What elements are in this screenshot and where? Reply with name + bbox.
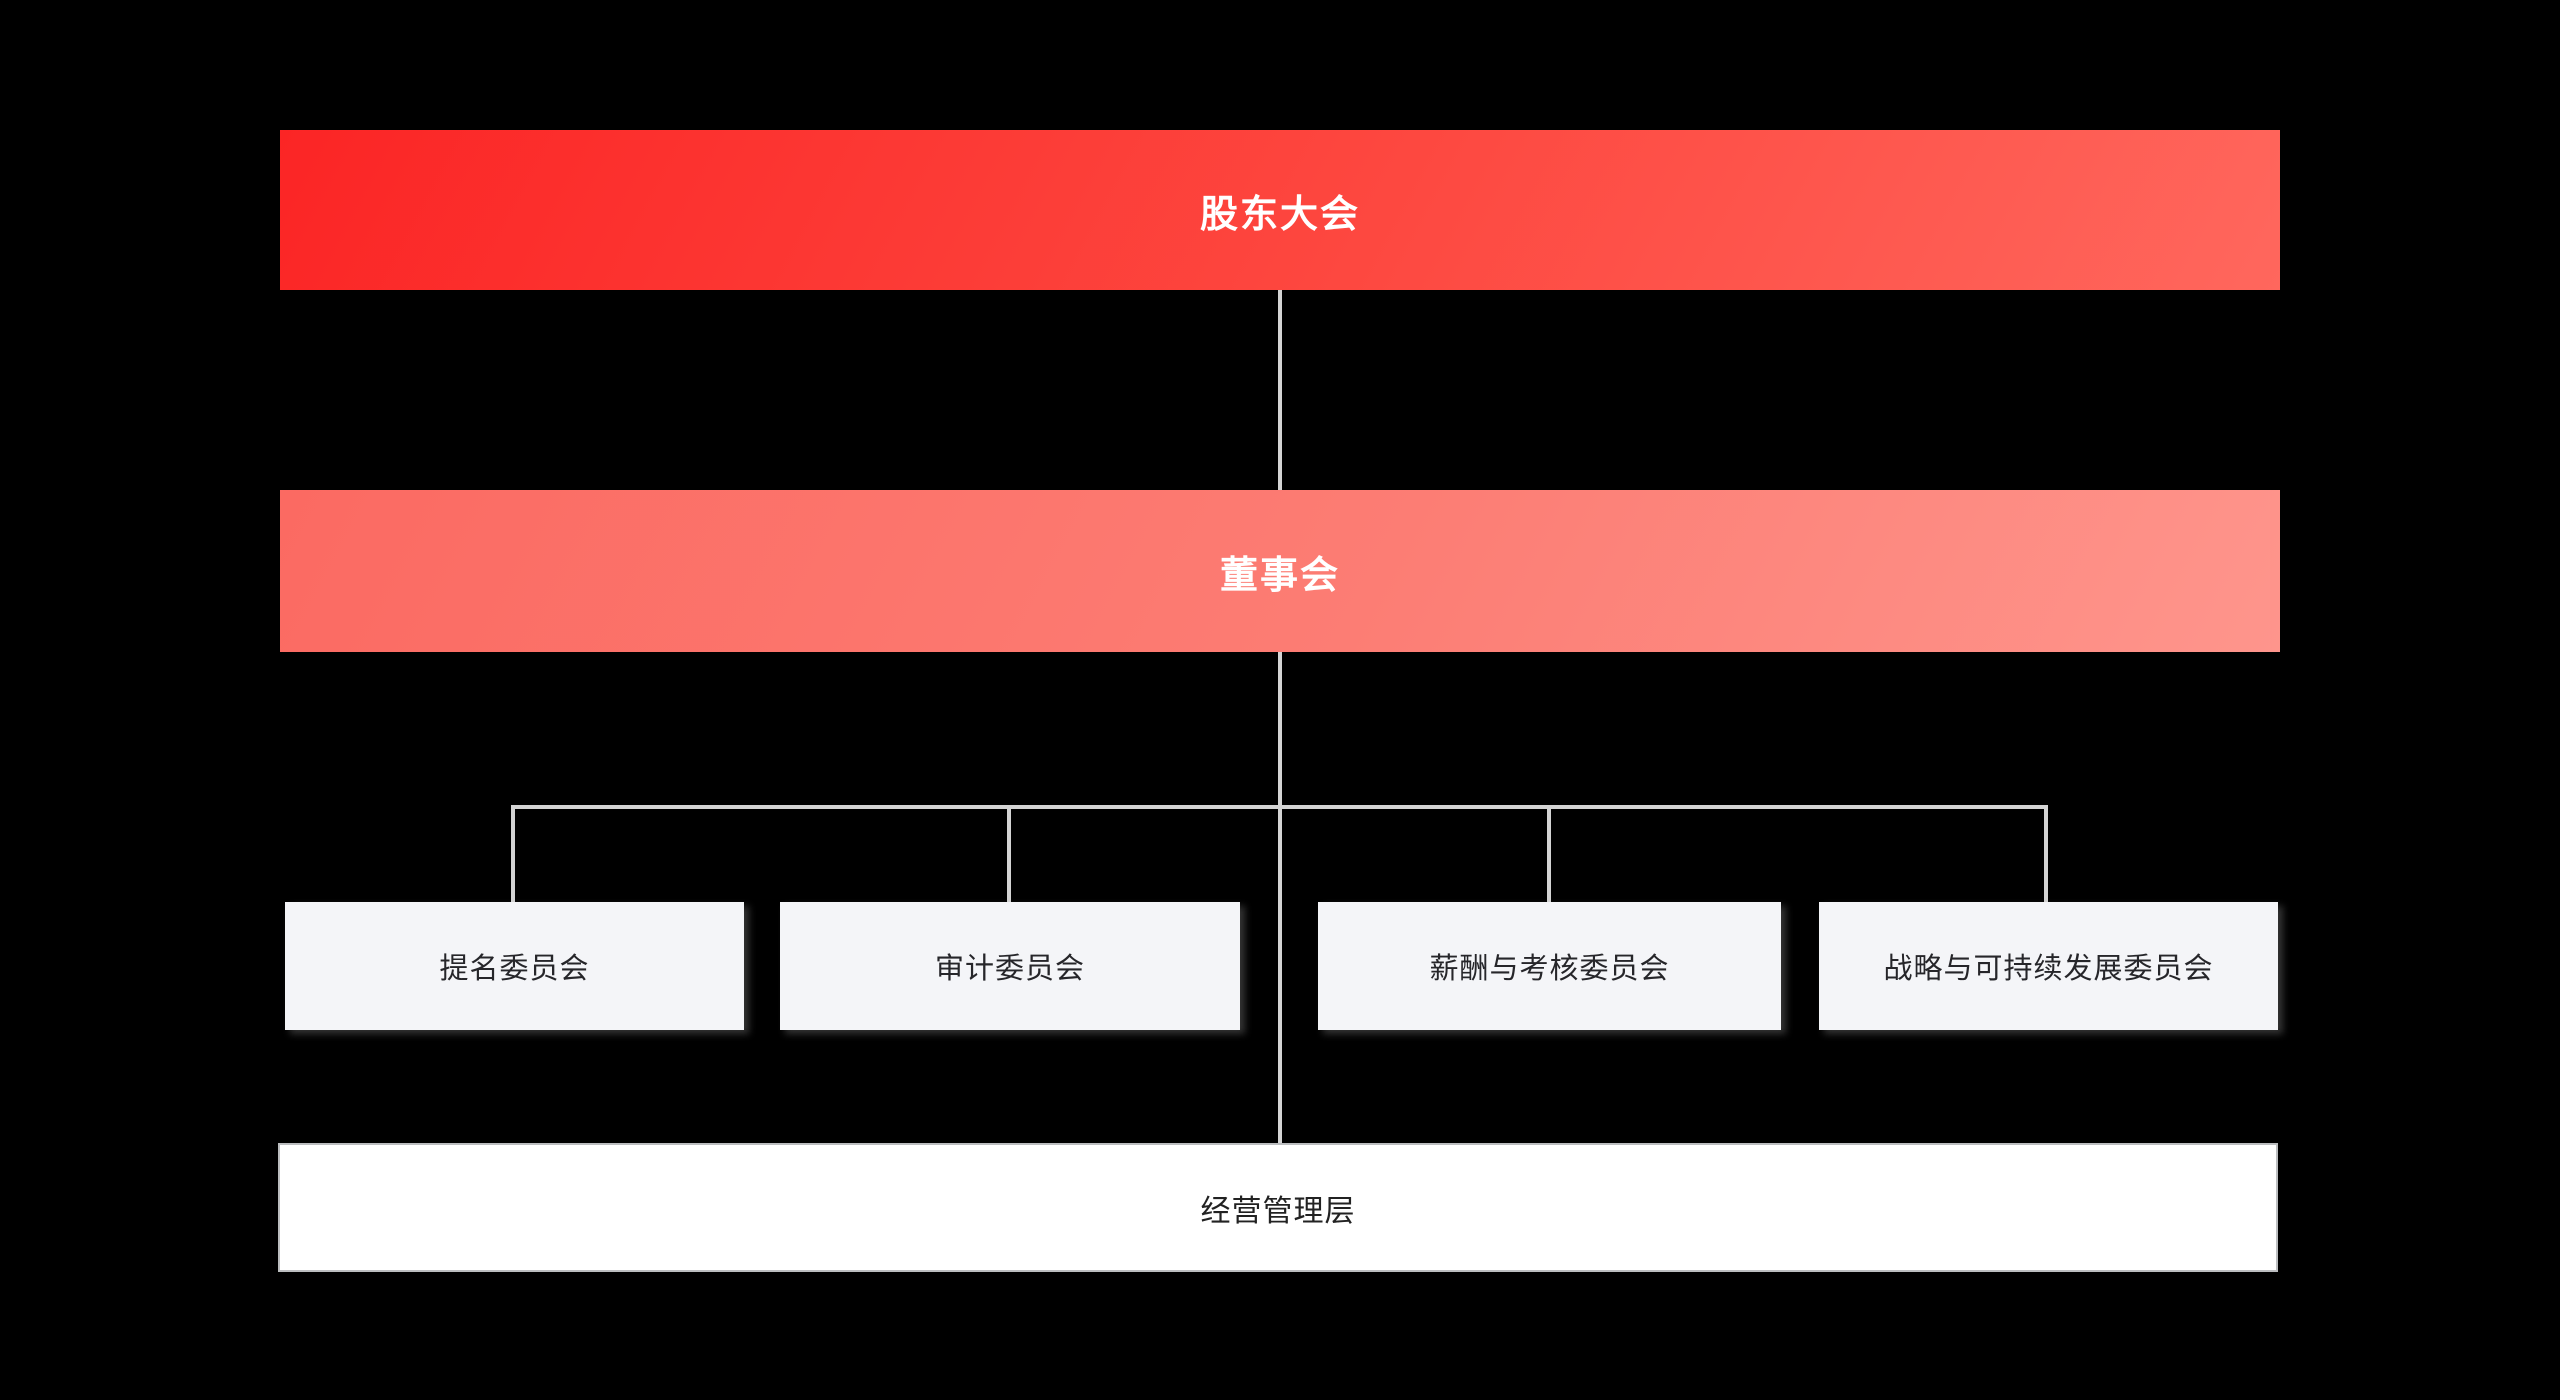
node-management-level: 经营管理层	[278, 1143, 2278, 1272]
node-nomination-committee-label: 提名委员会	[439, 953, 590, 985]
node-management-label: 经营管理层	[1200, 1194, 1356, 1228]
connector-drop-nomination	[511, 805, 515, 904]
node-remuneration-assessment-committee: 薪酬与考核委员会	[1318, 902, 1781, 1030]
node-strategy-sustainability-committee-label: 战略与可持续发展委员会	[1883, 953, 2214, 985]
node-audit-committee-label: 审计委员会	[934, 953, 1085, 985]
connector-drop-remuneration	[1547, 805, 1551, 904]
node-remuneration-assessment-committee-label: 薪酬与考核委员会	[1429, 953, 1670, 985]
node-shareholders-meeting: 股东大会	[280, 130, 2280, 290]
node-strategy-sustainability-committee: 战略与可持续发展委员会	[1819, 902, 2278, 1030]
node-audit-committee: 审计委员会	[780, 902, 1240, 1030]
node-board-label: 董事会	[1219, 554, 1340, 597]
node-board-of-directors: 董事会	[280, 490, 2280, 652]
connector-committee-rail	[511, 805, 2048, 809]
connector-board-management-trunk	[1278, 652, 1282, 1143]
connector-drop-strategy	[2044, 805, 2048, 904]
node-shareholders-label: 股东大会	[1199, 193, 1360, 236]
connector-shareholders-board	[1278, 290, 1282, 490]
node-nomination-committee: 提名委员会	[285, 902, 744, 1030]
connector-drop-audit	[1007, 805, 1011, 904]
